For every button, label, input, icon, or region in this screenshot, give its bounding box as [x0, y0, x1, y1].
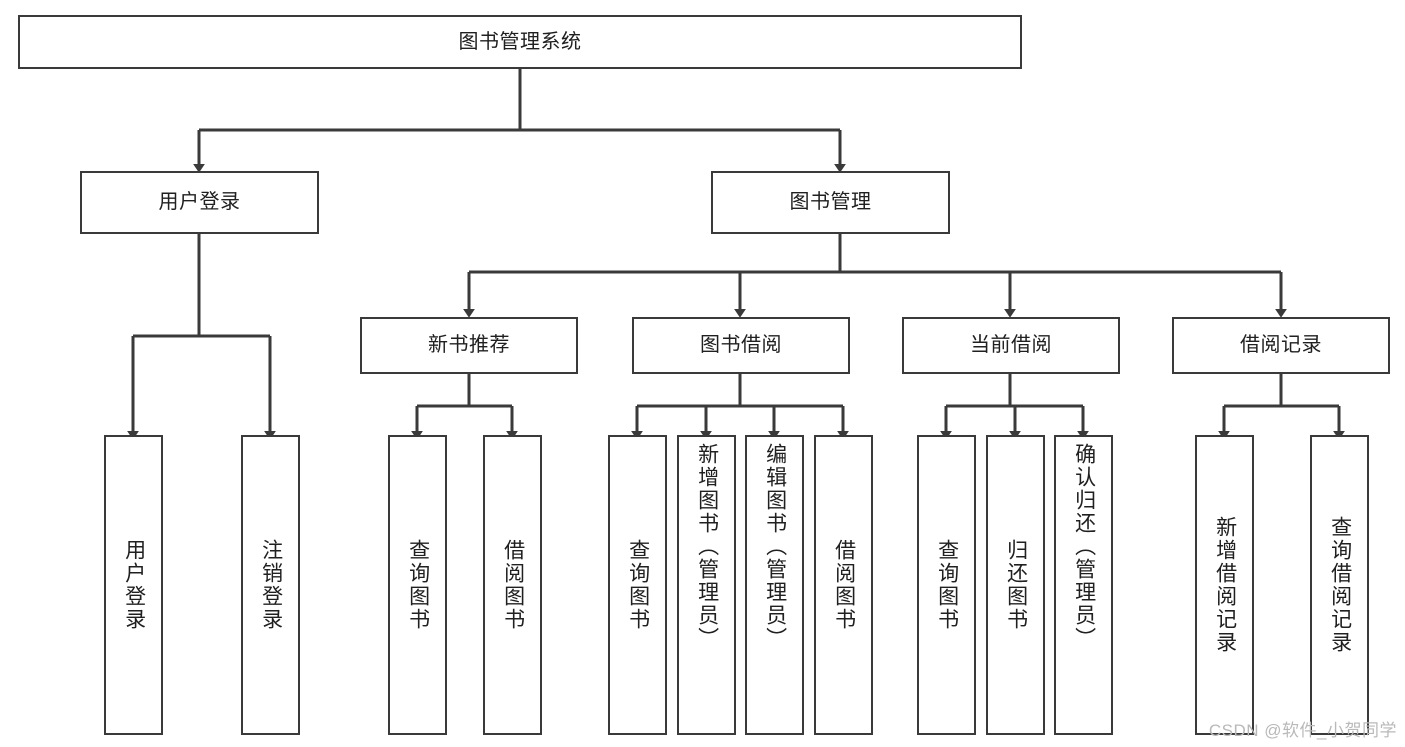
node-label: 当前借阅 — [970, 334, 1052, 357]
leaf-current-borrow-confirm-return-admin[interactable]: 确认归还（管理员） — [1054, 435, 1113, 735]
leaf-borrow-record-add-record[interactable]: 新增借阅记录 — [1195, 435, 1254, 735]
node-label: 归还图书 — [1004, 539, 1028, 631]
node-current-borrowing[interactable]: 当前借阅 — [902, 317, 1120, 374]
leaf-user-login-login[interactable]: 用户登录 — [104, 435, 163, 735]
node-label: 图书借阅 — [700, 334, 782, 357]
node-label: 新书推荐 — [428, 334, 510, 357]
leaf-borrow-record-query-record[interactable]: 查询借阅记录 — [1310, 435, 1369, 735]
node-label: 图书管理系统 — [458, 30, 582, 53]
node-label: 编辑图书（管理员） — [763, 443, 787, 650]
node-user-login[interactable]: 用户登录 — [80, 171, 319, 234]
node-label: 借阅图书 — [832, 539, 856, 631]
node-label: 注销登录 — [259, 539, 283, 631]
leaf-current-borrow-query-books[interactable]: 查询图书 — [917, 435, 976, 735]
node-borrowing-record[interactable]: 借阅记录 — [1172, 317, 1390, 374]
node-label: 查询图书 — [626, 539, 650, 631]
leaf-current-borrow-return-books[interactable]: 归还图书 — [986, 435, 1045, 735]
node-book-management[interactable]: 图书管理 — [711, 171, 950, 234]
leaf-new-book-borrow-books[interactable]: 借阅图书 — [483, 435, 542, 735]
leaf-book-borrow-query-books[interactable]: 查询图书 — [608, 435, 667, 735]
leaf-book-borrow-borrow-books[interactable]: 借阅图书 — [814, 435, 873, 735]
node-label: 确认归还（管理员） — [1072, 443, 1096, 650]
node-label: 借阅记录 — [1240, 334, 1322, 357]
node-label: 查询借阅记录 — [1328, 516, 1352, 654]
leaf-book-borrow-edit-book-admin[interactable]: 编辑图书（管理员） — [745, 435, 804, 735]
node-book-borrowing[interactable]: 图书借阅 — [632, 317, 850, 374]
node-label: 借阅图书 — [501, 539, 525, 631]
node-label: 查询图书 — [406, 539, 430, 631]
node-label: 新增图书（管理员） — [695, 443, 719, 650]
node-label: 图书管理 — [789, 191, 872, 214]
node-label: 用户登录 — [158, 191, 241, 214]
leaf-user-login-logout[interactable]: 注销登录 — [241, 435, 300, 735]
leaf-new-book-query-books[interactable]: 查询图书 — [388, 435, 447, 735]
node-root-book-management-system[interactable]: 图书管理系统 — [18, 15, 1022, 69]
leaf-book-borrow-add-book-admin[interactable]: 新增图书（管理员） — [677, 435, 736, 735]
node-label: 查询图书 — [935, 539, 959, 631]
node-label: 新增借阅记录 — [1213, 516, 1237, 654]
node-label: 用户登录 — [122, 539, 146, 631]
node-new-book-recommendation[interactable]: 新书推荐 — [360, 317, 578, 374]
watermark-text: CSDN @软件_小贺同学 — [1208, 721, 1397, 740]
